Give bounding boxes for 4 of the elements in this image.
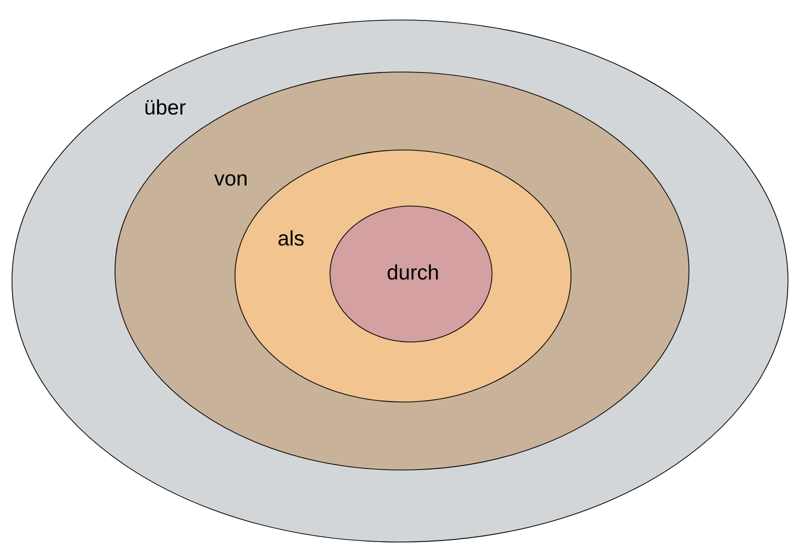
ring-label: als xyxy=(278,230,304,246)
ring-label: durch xyxy=(388,264,438,280)
ring-label: über xyxy=(146,99,186,115)
ring-label: von xyxy=(214,174,247,186)
